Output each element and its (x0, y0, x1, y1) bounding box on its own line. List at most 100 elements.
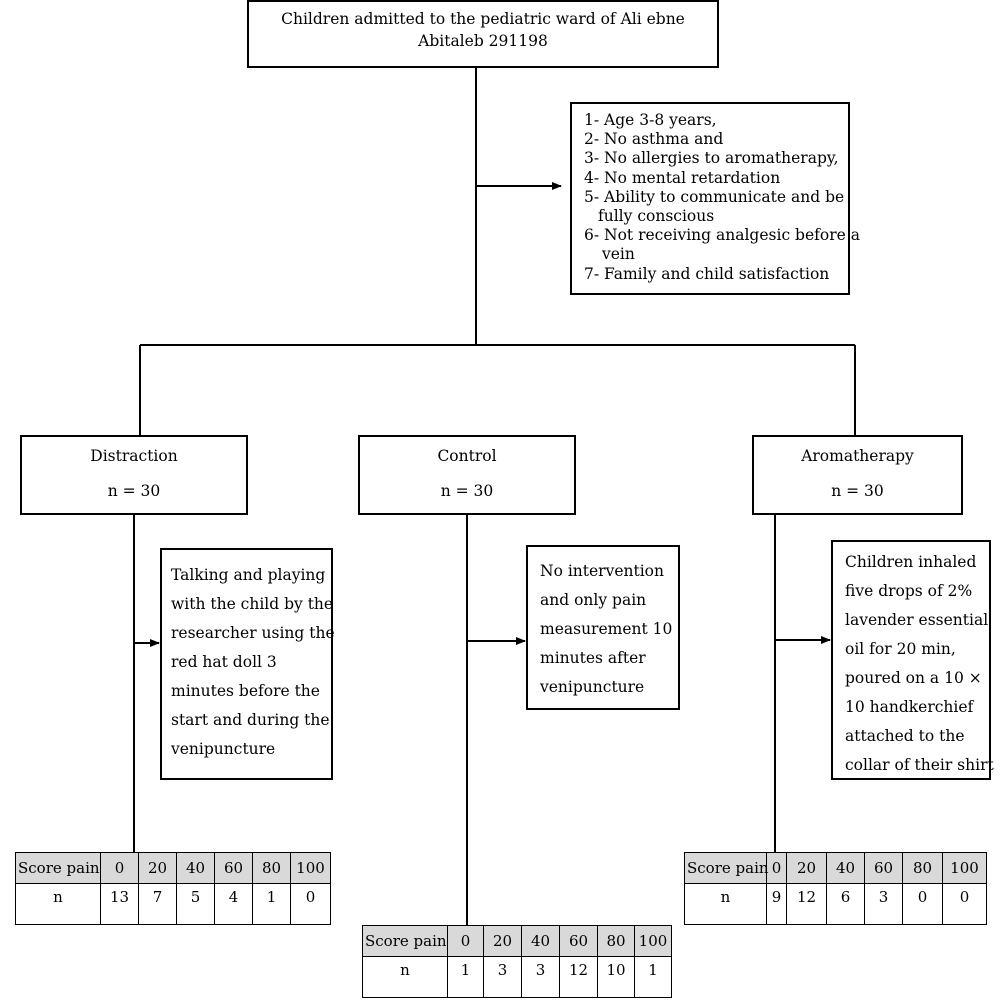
group-n-control: n = 30 (440, 482, 494, 500)
score-cell: 40 (521, 925, 560, 957)
count-cell: 5 (176, 883, 215, 925)
intervention-line: minutes before the (171, 682, 320, 700)
score-cell: 0 (100, 852, 139, 884)
group-n-distraction: n = 30 (107, 482, 161, 500)
criterion-3: 3- No allergies to aromatherapy, (584, 149, 839, 168)
count-row-label: n (684, 883, 767, 925)
population-line-2: Abitaleb 291198 (418, 32, 548, 50)
intervention-line: minutes after (540, 649, 646, 667)
criterion-4: 4- No mental retardation (584, 168, 781, 187)
count-cell: 0 (290, 883, 331, 925)
score-header-row: Score pain 0 20 40 60 80 100 (362, 925, 672, 957)
score-cell: 80 (902, 852, 943, 884)
score-header-row: Score pain 0 20 40 60 80 100 (684, 852, 987, 884)
intervention-line: measurement 10 (540, 620, 673, 638)
group-n-aromatherapy: n = 30 (831, 482, 884, 500)
score-cell: 100 (290, 852, 331, 884)
score-cell: 0 (766, 852, 787, 884)
count-cell: 4 (214, 883, 253, 925)
intervention-line: No intervention (540, 562, 664, 580)
score-cell: 20 (138, 852, 177, 884)
intervention-line: researcher using the (171, 624, 335, 642)
count-cell: 1 (634, 956, 672, 998)
pain-score-table-control: Score pain 0 20 40 60 80 100 n 1 3 3 12 … (362, 925, 672, 998)
score-cell: 40 (826, 852, 865, 884)
score-cell: 20 (483, 925, 522, 957)
score-header-label: Score pain (15, 852, 101, 884)
intervention-line: oil for 20 min, (845, 640, 956, 658)
score-cell: 80 (252, 852, 291, 884)
group-name-control: Control (437, 447, 497, 465)
count-cell: 13 (100, 883, 139, 925)
intervention-box-control: No intervention and only pain measuremen… (526, 545, 680, 710)
intervention-line: and only pain (540, 591, 647, 609)
intervention-text-distraction: Talking and playing with the child by th… (171, 561, 335, 764)
score-cell: 80 (597, 925, 635, 957)
count-row: n 13 7 5 4 1 0 (15, 883, 331, 925)
pain-score-table-distraction: Score pain 0 20 40 60 80 100 n 13 7 5 4 … (15, 852, 331, 925)
criterion-1: 1- Age 3-8 years, (584, 111, 717, 129)
count-cell: 1 (252, 883, 291, 925)
intervention-line: 10 handkerchief (845, 698, 974, 716)
intervention-line: poured on a 10 × (845, 669, 982, 687)
intervention-line: Children inhaled (845, 553, 977, 571)
score-cell: 0 (447, 925, 484, 957)
intervention-line: attached to the (845, 727, 965, 745)
group-box-distraction: Distraction n = 30 (20, 435, 248, 515)
criterion-5: 5- Ability to communicate and be (584, 187, 845, 206)
score-cell: 40 (176, 852, 215, 884)
count-cell: 9 (766, 883, 787, 925)
intervention-line: Talking and playing (171, 566, 326, 584)
group-box-aromatherapy: Aromatherapy n = 30 (752, 435, 963, 515)
count-cell: 12 (786, 883, 827, 925)
intervention-line: lavender essential (845, 611, 989, 629)
intervention-text-control: No intervention and only pain measuremen… (540, 557, 672, 702)
criterion-6-continued: vein (602, 245, 635, 264)
intervention-box-aromatherapy: Children inhaled five drops of 2% lavend… (831, 540, 994, 780)
count-row-label: n (15, 883, 101, 925)
count-cell: 10 (597, 956, 635, 998)
group-box-control: Control n = 30 (358, 435, 576, 515)
count-row: n 9 12 6 3 0 0 (684, 883, 987, 925)
intervention-line: venipuncture (540, 678, 645, 696)
criterion-2: 2- No asthma and (584, 130, 724, 149)
count-cell: 3 (864, 883, 903, 925)
score-cell: 60 (559, 925, 598, 957)
intervention-line: collar of their shirt (845, 756, 994, 774)
score-header-label: Score pain (684, 852, 769, 884)
intervention-box-distraction: Talking and playing with the child by th… (160, 548, 335, 780)
count-row: n 1 3 3 12 10 1 (362, 956, 672, 998)
score-header-row: Score pain 0 20 40 60 80 100 (15, 852, 331, 884)
intervention-line: with the child by the (171, 595, 334, 613)
score-cell: 100 (634, 925, 672, 957)
pain-score-table-aromatherapy: Score pain 0 20 40 60 80 100 n 9 12 6 3 … (684, 852, 987, 925)
score-cell: 100 (942, 852, 987, 884)
group-name-aromatherapy: Aromatherapy (801, 447, 914, 465)
count-cell: 1 (447, 956, 484, 998)
criterion-6: 6- Not receiving analgesic before a (584, 226, 860, 245)
intervention-line: red hat doll 3 (171, 653, 277, 671)
count-cell: 0 (902, 883, 943, 925)
intervention-line: five drops of 2% (845, 582, 973, 600)
intervention-line: venipuncture (171, 740, 276, 758)
intervention-line: start and during the (171, 711, 330, 729)
criterion-5-continued: fully conscious (598, 207, 715, 226)
inclusion-criteria-box: 1- Age 3-8 years, 2- No asthma and 3- No… (570, 102, 860, 295)
score-cell: 60 (214, 852, 253, 884)
count-cell: 7 (138, 883, 177, 925)
count-cell: 12 (559, 956, 598, 998)
population-line-1: Children admitted to the pediatric ward … (281, 10, 685, 28)
criterion-7: 7- Family and child satisfaction (584, 264, 830, 283)
count-row-label: n (362, 956, 448, 998)
inclusion-criteria-list: 1- Age 3-8 years, 2- No asthma and 3- No… (584, 111, 860, 284)
count-cell: 3 (521, 956, 560, 998)
score-header-label: Score pain (362, 925, 448, 957)
count-cell: 0 (942, 883, 987, 925)
score-cell: 60 (864, 852, 903, 884)
intervention-text-aromatherapy: Children inhaled five drops of 2% lavend… (845, 548, 994, 780)
group-name-distraction: Distraction (90, 447, 178, 465)
score-cell: 20 (786, 852, 827, 884)
population-box: Children admitted to the pediatric ward … (247, 0, 719, 68)
count-cell: 3 (483, 956, 522, 998)
